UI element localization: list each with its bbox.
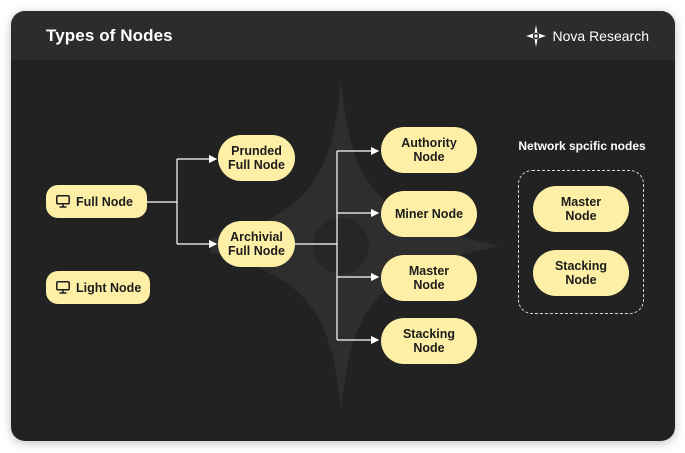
node-label: Stacking Node	[554, 259, 608, 287]
network-node-master: Master Node	[533, 186, 629, 232]
node-label: Master Node	[560, 195, 602, 223]
node-stacking-node: Stacking Node	[381, 318, 477, 364]
node-label: Stacking Node	[402, 327, 456, 355]
node-label: Authority Node	[401, 136, 457, 164]
connector-lines	[147, 146, 380, 345]
node-label: Prunded Full Node	[228, 144, 285, 172]
node-master-node: Master Node	[381, 255, 477, 301]
network-node-stacking: Stacking Node	[533, 250, 629, 296]
network-specific-group	[518, 170, 644, 314]
node-prunded-full-node: Prunded Full Node	[218, 135, 295, 181]
desktop-computer-icon	[56, 195, 70, 208]
star-sparkle-icon	[525, 25, 546, 47]
diagram-card: Types of Nodes Nova Research	[11, 11, 675, 441]
brand-name: Nova Research	[552, 28, 650, 44]
node-label: Miner Node	[394, 207, 464, 221]
sparkle-watermark-icon	[211, 81, 501, 411]
node-label: Master Node	[408, 264, 450, 292]
node-archivial-full-node: Archivial Full Node	[218, 221, 295, 267]
node-label: Archivial Full Node	[228, 230, 285, 258]
brand: Nova Research	[524, 24, 650, 48]
node-authority-node: Authority Node	[381, 127, 477, 173]
node-label: Light Node	[76, 280, 142, 295]
node-light-node: Light Node	[46, 271, 150, 304]
header-bar: Types of Nodes Nova Research	[11, 11, 675, 60]
diagram-title: Types of Nodes	[46, 26, 173, 45]
desktop-computer-icon	[56, 281, 70, 294]
network-specific-label: Network spcific nodes	[518, 139, 646, 153]
node-miner-node: Miner Node	[381, 191, 477, 237]
node-label: Full Node	[76, 194, 133, 209]
node-full-node: Full Node	[46, 185, 147, 218]
